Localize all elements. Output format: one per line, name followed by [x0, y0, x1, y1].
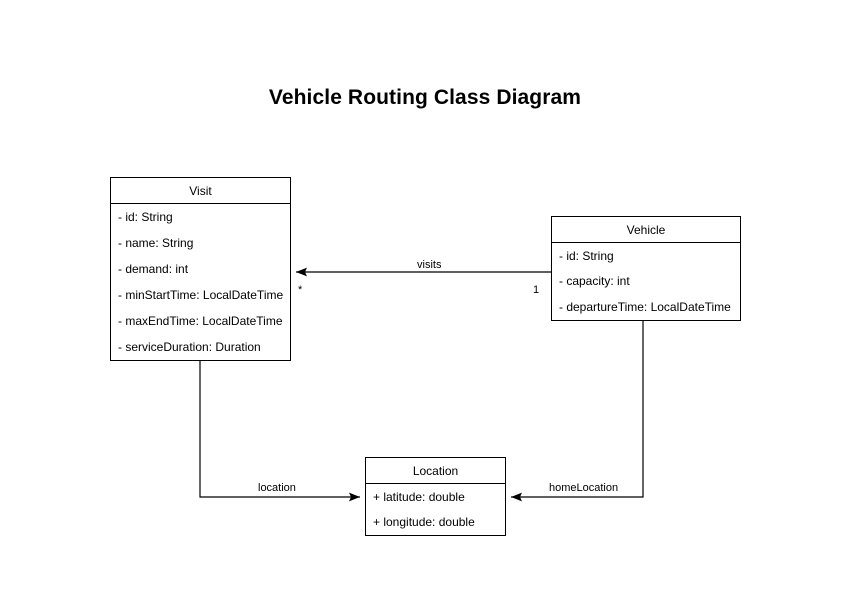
edge-location: [199, 361, 360, 502]
multiplicity-visit-many: *: [298, 284, 303, 296]
attribute-row: - maxEndTime: LocalDateTime: [118, 314, 283, 328]
class-name-visit: Visit: [111, 178, 290, 204]
edge-label-home-location: homeLocation: [546, 482, 622, 494]
class-attributes-location: + latitude: double + longitude: double: [366, 484, 505, 535]
class-box-vehicle[interactable]: Vehicle - id: String - capacity: int - d…: [551, 216, 741, 321]
attribute-row: - departureTime: LocalDateTime: [559, 300, 731, 315]
attribute-row: - id: String: [118, 210, 173, 224]
class-box-visit[interactable]: Visit - id: String - name: String - dema…: [110, 177, 291, 361]
class-attributes-vehicle: - id: String - capacity: int - departure…: [552, 243, 740, 320]
attribute-row: - id: String: [559, 248, 614, 263]
class-name-vehicle: Vehicle: [552, 217, 740, 243]
page-title: Vehicle Routing Class Diagram: [268, 86, 582, 109]
edge-label-location: location: [255, 482, 299, 494]
attribute-row: - capacity: int: [559, 274, 630, 289]
attribute-row: + longitude: double: [373, 515, 475, 530]
edge-label-visits: visits: [414, 259, 445, 271]
attribute-row: + latitude: double: [373, 489, 465, 504]
class-box-location[interactable]: Location + latitude: double + longitude:…: [365, 457, 506, 536]
attribute-row: - minStartTime: LocalDateTime: [118, 288, 284, 302]
attribute-row: - serviceDuration: Duration: [118, 340, 261, 354]
attribute-row: - demand: int: [118, 262, 189, 276]
class-attributes-visit: - id: String - name: String - demand: in…: [111, 204, 290, 360]
attribute-row: - name: String: [118, 236, 194, 250]
multiplicity-vehicle-one: 1: [533, 284, 540, 296]
class-name-location: Location: [366, 458, 505, 484]
edge-home-location: [511, 321, 644, 502]
